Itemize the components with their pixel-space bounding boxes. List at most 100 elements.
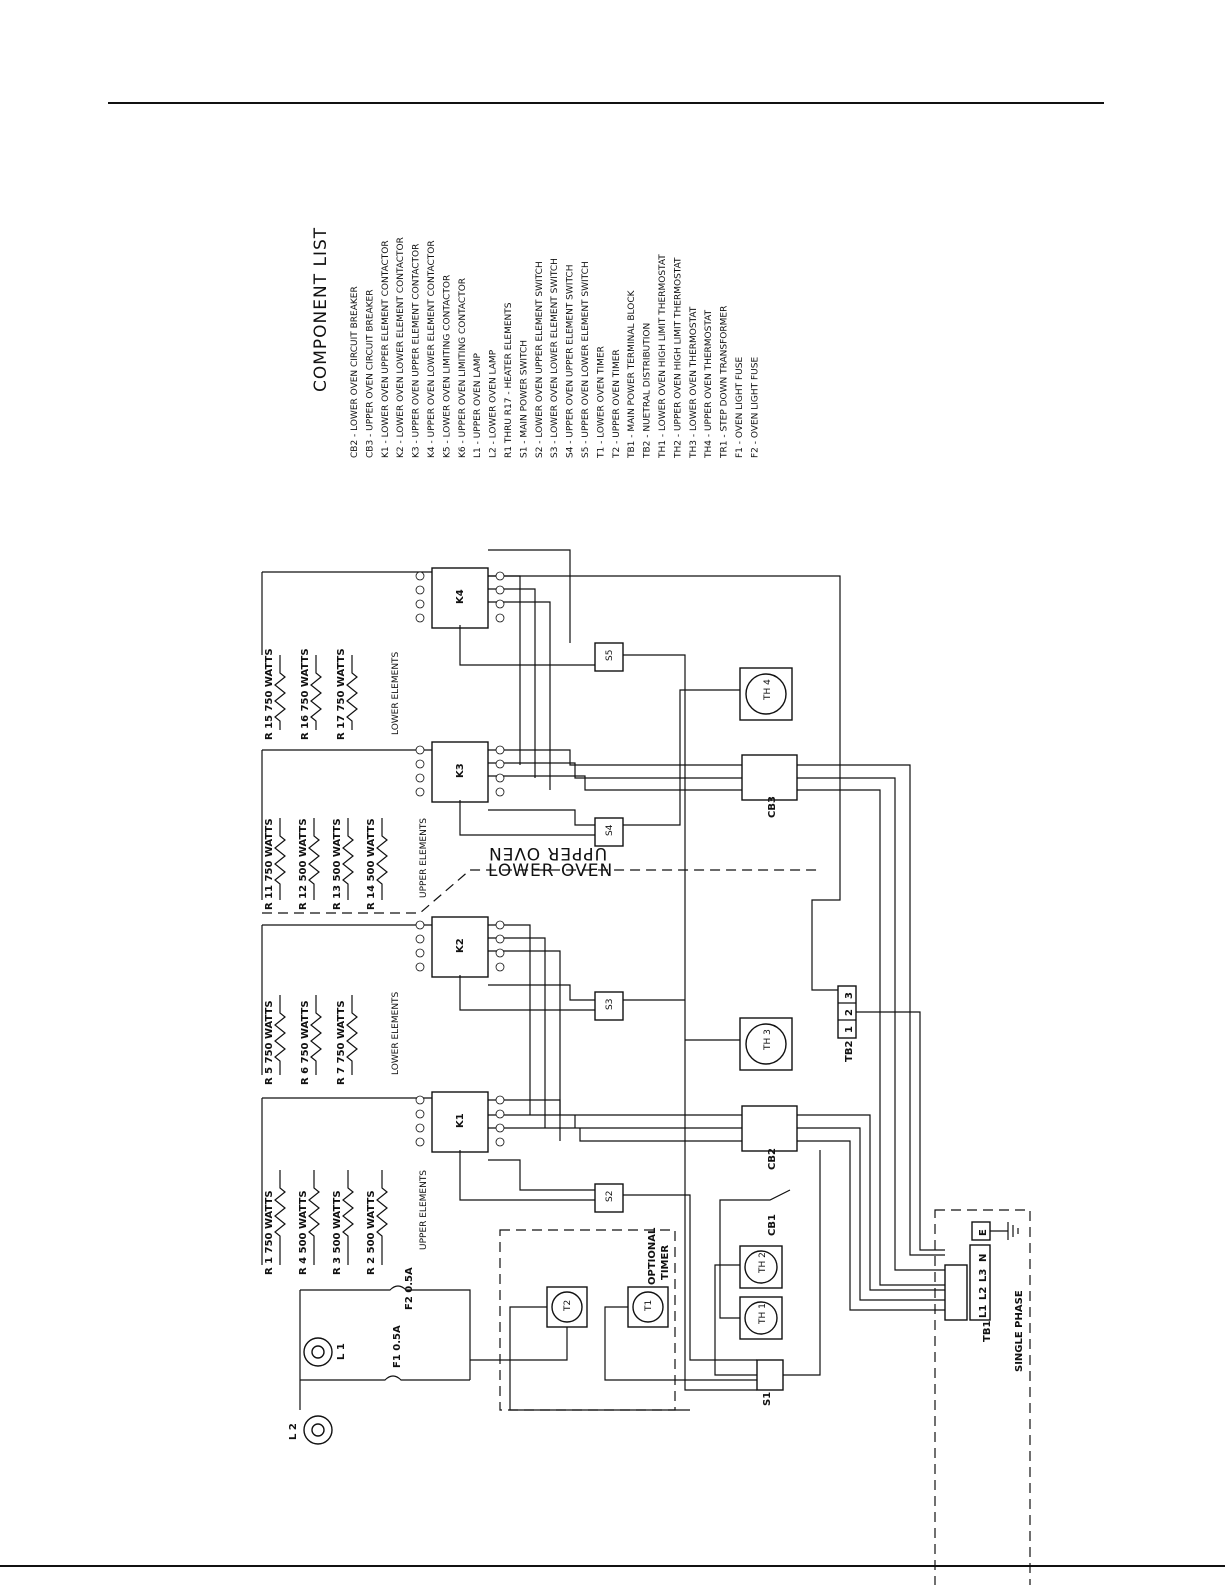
timer-label: TIMER <box>660 1245 671 1280</box>
terminal-node <box>495 1109 505 1119</box>
switch-s5: S5 <box>594 642 624 672</box>
switch-s1: S1 <box>756 1359 784 1406</box>
tb1-terminals <box>969 1244 991 1321</box>
breaker-cb2: CB2 <box>741 1105 798 1170</box>
tb1-l3: L3 <box>978 1269 989 1282</box>
heater-element-label: R 11 750 WATTS <box>264 818 275 910</box>
heater-element-label: R 5 750 WATTS <box>264 1000 275 1085</box>
heater-element-label: R 14 500 WATTS <box>366 818 377 910</box>
terminal-node <box>495 759 505 769</box>
contactor-k4: K4 <box>431 567 489 629</box>
heater-element-label: R 13 500 WATTS <box>332 818 343 910</box>
lamp-l2: L 2 <box>288 1415 333 1445</box>
switch-s2: S2 <box>594 1183 624 1213</box>
wire <box>623 654 757 1391</box>
terminal-node <box>495 585 505 595</box>
tb1-enclosure <box>934 1209 1031 1585</box>
timer-t2: T2 <box>546 1286 588 1328</box>
heater-element-label: R 12 500 WATTS <box>298 818 309 910</box>
wire <box>470 1306 757 1411</box>
svg-text:TH 1: TH 1 <box>758 1303 768 1325</box>
wire <box>488 549 595 1191</box>
terminal-node <box>495 962 505 972</box>
svg-text:T2: T2 <box>563 1300 573 1312</box>
svg-text:2: 2 <box>844 1009 855 1016</box>
schematic-wires <box>261 549 945 1411</box>
wire <box>714 1150 821 1376</box>
heater-element <box>342 818 354 900</box>
wire <box>261 571 432 1265</box>
svg-text:K2: K2 <box>455 938 466 953</box>
lamp-fuse-wiring <box>299 1285 471 1410</box>
heater-element <box>310 655 322 730</box>
terminal-node <box>415 1137 425 1147</box>
terminal-node <box>495 934 505 944</box>
upper-oven-label: UPPER OVEN <box>488 843 607 863</box>
contactor-k2: K2 <box>431 916 489 978</box>
tb1-l1: L1 <box>978 1305 989 1318</box>
header-rule <box>108 102 1104 104</box>
heater-element-label: R 3 500 WATTS <box>332 1190 343 1275</box>
lamp-l1: L 1 <box>303 1337 347 1367</box>
terminal-node <box>495 745 505 755</box>
single-phase-label: SINGLE PHASE <box>1014 1290 1025 1372</box>
heater-element <box>376 1170 388 1265</box>
heater-element-label: R 1 750 WATTS <box>264 1190 275 1275</box>
terminal-node <box>415 613 425 623</box>
element-group-label: LOWER ELEMENTS <box>391 991 401 1075</box>
heater-element <box>274 818 286 900</box>
terminal-node <box>495 773 505 783</box>
svg-text:CB2: CB2 <box>767 1148 778 1170</box>
terminal-node <box>415 759 425 769</box>
terminal-node <box>495 571 505 581</box>
contactor-k1: K1 <box>431 1091 489 1153</box>
heater-element <box>308 818 320 900</box>
svg-text:3: 3 <box>844 992 855 999</box>
heater-element <box>346 995 358 1075</box>
breaker-cb1-label: CB1 <box>767 1214 778 1236</box>
svg-text:CB3: CB3 <box>767 796 778 818</box>
terminal-node <box>495 1137 505 1147</box>
terminal-node <box>495 948 505 958</box>
svg-text:1: 1 <box>844 1026 855 1033</box>
heater-element-label: R 6 750 WATTS <box>300 1000 311 1085</box>
heater-element <box>342 1170 354 1265</box>
element-group-label: UPPER ELEMENTS <box>419 1170 429 1250</box>
terminal-node <box>495 920 505 930</box>
thermostat-th3: TH 3 <box>739 1017 793 1071</box>
svg-text:K1: K1 <box>455 1113 466 1128</box>
heater-element-label: R 4 500 WATTS <box>298 1190 309 1275</box>
optional-timer-enclosure <box>499 1229 676 1411</box>
breaker-cb3: CB3 <box>741 754 798 818</box>
terminal-node <box>415 787 425 797</box>
terminal-node <box>415 585 425 595</box>
optional-label: OPTIONAL <box>647 1227 658 1285</box>
wire <box>488 575 841 991</box>
element-group-label: LOWER ELEMENTS <box>391 651 401 735</box>
svg-text:L 2: L 2 <box>288 1423 299 1440</box>
svg-text:S1: S1 <box>762 1392 773 1406</box>
lower-oven-label: LOWER OVEN <box>488 861 613 881</box>
heater-element-label: R 15 750 WATTS <box>264 648 275 740</box>
thermostat-th1: TH 1 <box>739 1296 783 1340</box>
thermostat-th2: TH 2 <box>739 1245 783 1289</box>
heater-element <box>308 1170 320 1265</box>
svg-text:S5: S5 <box>605 650 615 661</box>
svg-text:K3: K3 <box>455 763 466 778</box>
terminal-node <box>415 599 425 609</box>
tb2-block: 1 2 3 TB2 <box>837 985 857 1062</box>
wire <box>488 575 551 790</box>
svg-text:S3: S3 <box>605 999 615 1010</box>
footer-rule <box>0 1565 1225 1567</box>
heater-element <box>346 655 358 730</box>
ground-symbol <box>990 1222 1019 1240</box>
wire <box>488 1099 742 1142</box>
contactor-k3: K3 <box>431 741 489 803</box>
wire <box>459 625 595 1201</box>
terminal-node <box>495 787 505 797</box>
heater-element-label: R 17 750 WATTS <box>336 648 347 740</box>
svg-text:S4: S4 <box>605 824 615 836</box>
terminal-node <box>415 962 425 972</box>
terminal-node <box>495 1123 505 1133</box>
